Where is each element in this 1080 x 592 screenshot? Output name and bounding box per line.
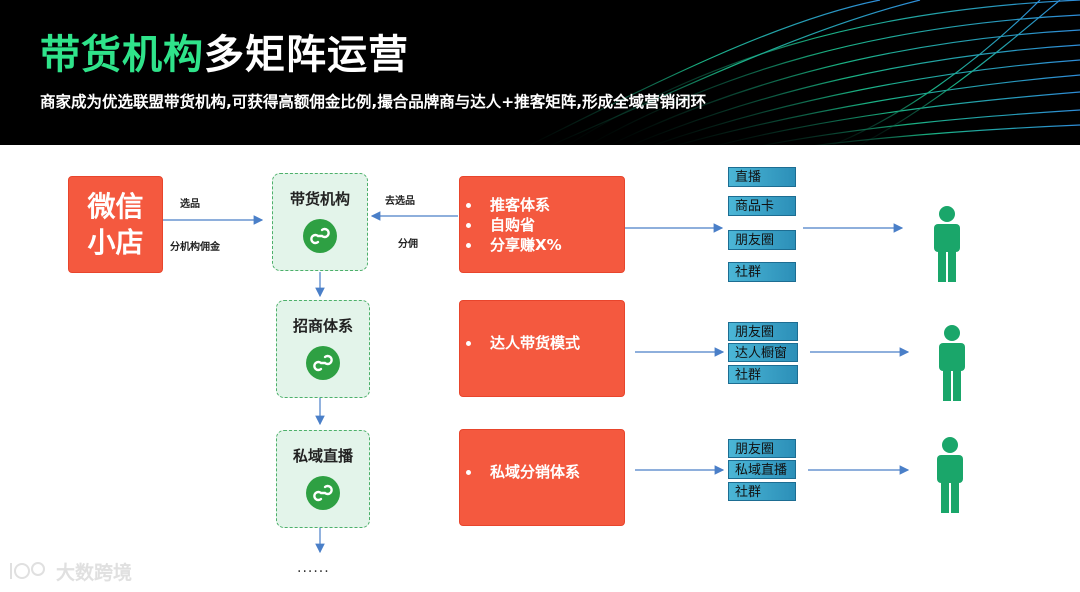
mini-program-icon [306,346,340,380]
list-item: 达人带货模式 [460,333,624,353]
page-title: 带货机构多矩阵运营 [40,22,409,80]
tag-product-card: 商品卡 [728,196,796,216]
list-item: 私域分销体系 [460,462,624,482]
mini-program-icon [303,219,337,253]
title-rest: 多矩阵运营 [204,32,409,78]
private-distribution-box: 私域分销体系 [459,429,625,526]
title-highlight: 带货机构 [40,32,204,78]
influencer-mode-box: 达人带货模式 [459,300,625,397]
promoter-system-box: 推客体系 自购省 分享赚X% [459,176,625,273]
node-merchant: 招商体系 [276,300,370,398]
tag-private-live: 私域直播 [728,460,796,479]
watermark-text: 大数跨境 [56,562,133,584]
node-private-live-label: 私域直播 [292,447,353,465]
mini-program-icon [306,476,340,510]
label-commission: 分机构佣金 [170,242,220,253]
tag-moments: 朋友圈 [728,230,796,250]
shop-line2: 小店 [87,225,144,259]
header-banner: 带货机构多矩阵运营 商家成为优选联盟带货机构,可获得高额佣金比例,撮合品牌商与达… [0,0,1080,145]
list-item: 分享赚X% [460,235,624,255]
user-person-icon [934,206,960,282]
ellipsis: ...... [297,560,330,576]
label-go-select: 去选品 [385,196,415,207]
user-person-icon [939,325,965,401]
node-merchant-label: 招商体系 [292,317,353,335]
tag-community: 社群 [728,482,796,501]
user-person-icon [937,437,963,513]
tag-influencer-window: 达人橱窗 [728,343,798,362]
list-item: 推客体系 [460,195,624,215]
wechat-shop-box: 微信 小店 [68,176,163,273]
list-item: 自购省 [460,215,624,235]
node-agency: 带货机构 [272,173,368,271]
label-select: 选品 [180,199,200,210]
label-share: 分佣 [398,239,418,250]
node-agency-label: 带货机构 [289,190,350,208]
header-swirl-decoration [528,0,1080,145]
tag-live: 直播 [728,167,796,187]
tag-community: 社群 [728,365,798,384]
watermark: 大数跨境 [8,558,132,585]
page-subtitle: 商家成为优选联盟带货机构,可获得高额佣金比例,撮合品牌商与达人+推客矩阵,形成全… [40,93,707,111]
node-private-live: 私域直播 [276,430,370,528]
tag-moments: 朋友圈 [728,322,798,341]
shop-line1: 微信 [87,189,144,223]
tag-community: 社群 [728,262,796,282]
watermark-logo-icon [10,561,45,579]
tag-moments: 朋友圈 [728,439,796,458]
